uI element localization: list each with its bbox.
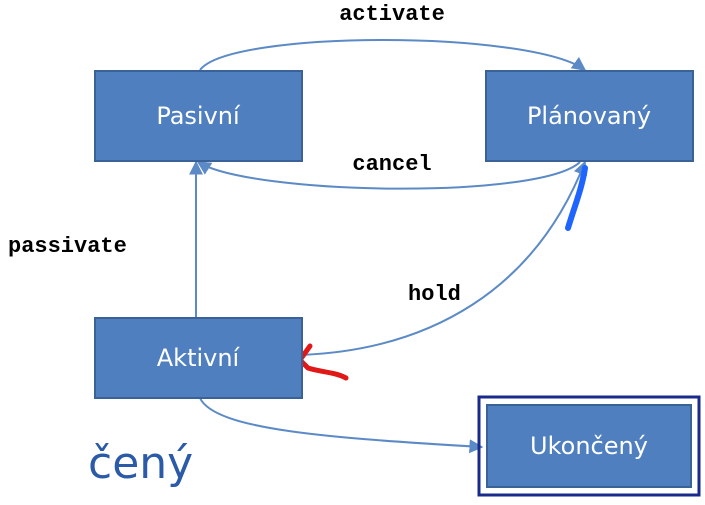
hand-drawn-blue-mark (565, 165, 588, 231)
edge-activate (199, 39, 587, 71)
partial-heading-text: čený (88, 438, 193, 489)
state-label-planned: Plánovaný (527, 102, 651, 130)
state-box-passive (94, 70, 303, 162)
label-passivate: passivate (8, 234, 127, 259)
edge-hold (299, 160, 587, 356)
state-box-planned (485, 70, 694, 162)
label-hold: hold (408, 282, 461, 307)
edge-cancel (196, 161, 581, 190)
state-box-active (94, 317, 303, 399)
state-label-passive: Pasivní (156, 102, 241, 130)
state-label-terminated: Ukončený (530, 432, 648, 460)
label-cancel: cancel (352, 152, 431, 177)
hand-drawn-red-mark (297, 343, 349, 381)
final-state-border (477, 395, 701, 497)
state-label-active: Aktivní (157, 344, 241, 372)
state-box-terminated (486, 404, 692, 488)
edge-terminate (199, 397, 484, 454)
label-activate: activate (339, 2, 445, 27)
